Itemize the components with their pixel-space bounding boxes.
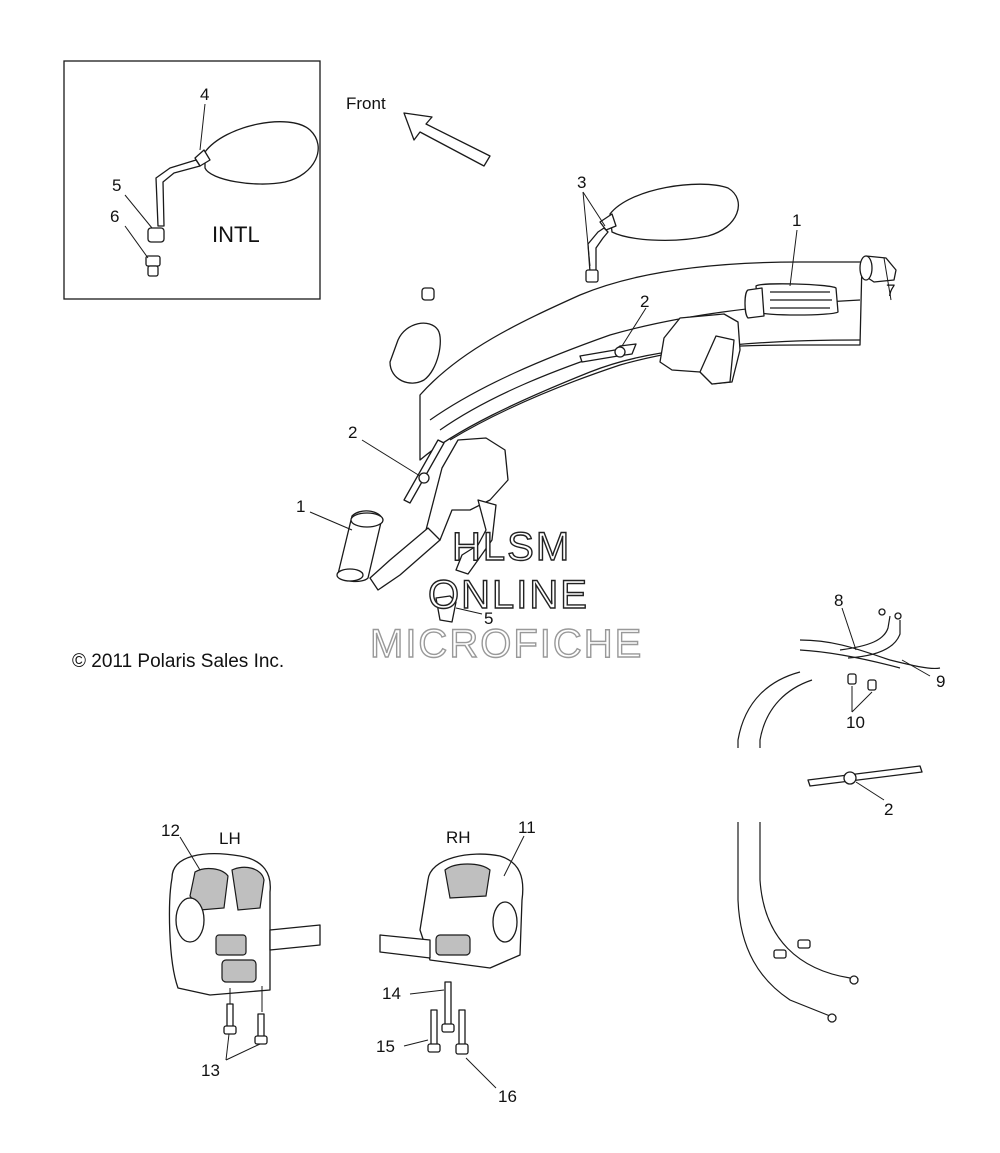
front-arrow-icon xyxy=(403,112,491,167)
callout-clip-cable: 2 xyxy=(884,800,893,819)
watermark-line-2: ONLINE xyxy=(428,573,589,617)
watermark-line-3: MICROFICHE xyxy=(370,622,643,666)
callout-screw-14: 14 xyxy=(382,984,401,1003)
callout-intl-bolt: 6 xyxy=(110,207,119,226)
end-weight: 7 xyxy=(859,255,897,301)
callout-grip-right: 1 xyxy=(792,211,801,230)
clip-cable: 2 xyxy=(807,765,923,819)
callout-screw-15: 15 xyxy=(376,1037,395,1056)
callout-clip-upper: 2 xyxy=(640,292,649,311)
callout-bar-end-lower: 5 xyxy=(484,609,493,628)
front-indicator: Front xyxy=(346,94,491,167)
callout-end-weight: 7 xyxy=(886,281,895,300)
callout-cable-10: 10 xyxy=(846,713,865,732)
front-label: Front xyxy=(346,94,386,113)
mirror-assembly: 3 xyxy=(577,173,739,283)
callout-cable-9: 9 xyxy=(936,672,945,691)
rh-label: RH xyxy=(446,828,471,847)
callout-cable-8: 8 xyxy=(834,591,843,610)
intl-inset: 4 5 6 INTL xyxy=(63,60,321,300)
left-mirror-blank xyxy=(389,287,441,384)
watermark-line-1: HLSM xyxy=(452,525,571,569)
lh-label: LH xyxy=(219,829,241,848)
watermark: HLSM ONLINE MICROFICHE xyxy=(369,524,643,666)
throttle-cables: 8 9 10 xyxy=(799,591,945,732)
callout-screw-16: 16 xyxy=(498,1087,517,1106)
callout-intl-mirror: 4 xyxy=(200,85,209,104)
screws-14-15-16: 14 15 16 xyxy=(376,981,517,1106)
switch-lh: 12 LH xyxy=(161,821,321,996)
callout-switch-lh: 12 xyxy=(161,821,180,840)
long-cables xyxy=(737,671,859,1023)
screws-13: 13 xyxy=(201,986,268,1080)
copyright-notice: © 2011 Polaris Sales Inc. xyxy=(72,651,284,672)
clip-upper: 2 xyxy=(579,292,649,363)
intl-mirror xyxy=(155,121,319,227)
intl-label: INTL xyxy=(212,222,260,247)
intl-adapter xyxy=(147,227,165,243)
callout-clip-left: 2 xyxy=(348,423,357,442)
callout-grip-left: 1 xyxy=(296,497,305,516)
switch-rh: 11 RH xyxy=(379,818,536,969)
intl-inset-frame xyxy=(63,60,321,300)
callout-intl-adapter: 5 xyxy=(112,176,121,195)
grip-right: 1 xyxy=(744,211,839,319)
callout-mirror: 3 xyxy=(577,173,586,192)
grip-left: 1 xyxy=(296,497,384,583)
clip-left: 2 xyxy=(348,423,445,504)
callout-switch-rh: 11 xyxy=(518,818,536,837)
callout-screw-13: 13 xyxy=(201,1061,220,1080)
intl-bolt xyxy=(145,255,161,277)
